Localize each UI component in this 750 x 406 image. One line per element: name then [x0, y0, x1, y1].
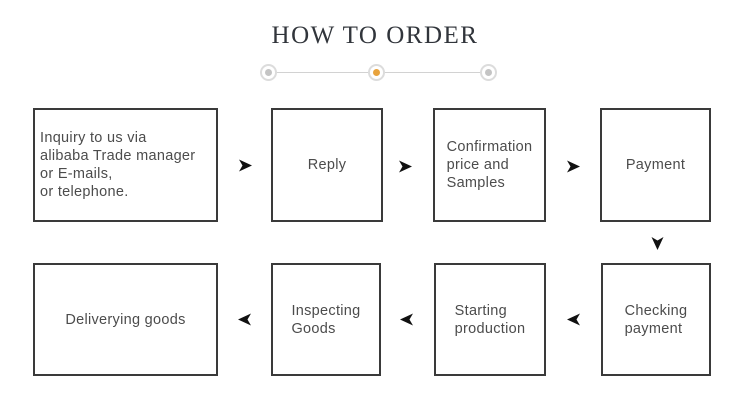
arrow-down-icon [651, 236, 664, 251]
flow-step-inspecting-goods: Inspecting Goods [271, 263, 381, 376]
flow-step-reply: Reply [271, 108, 383, 222]
flow-step-label: Inspecting Goods [291, 302, 361, 337]
flow-step-label: Checking payment [624, 302, 688, 337]
arrow-right-icon [238, 159, 253, 172]
stepper-dot-core [485, 69, 492, 76]
flow-step-delivering-goods: Deliverying goods [33, 263, 218, 376]
stepper-dot-core [373, 69, 380, 76]
arrow-right-icon [566, 160, 581, 173]
flow-step-payment: Payment [600, 108, 711, 222]
arrow-left-icon [566, 313, 581, 326]
flow-step-label: Confirmation price and Samples [446, 139, 533, 191]
flow-step-label: Deliverying goods [65, 311, 186, 328]
stepper-dot-icon [368, 64, 385, 81]
flow-step-label: Inquiry to us via alibaba Trade manager … [40, 130, 196, 200]
stepper-dot-icon [260, 64, 277, 81]
flow-step-confirmation: Confirmation price and Samples [433, 108, 546, 222]
arrow-left-icon [237, 313, 252, 326]
page-title: HOW TO ORDER [271, 22, 479, 49]
flow-step-label: Starting production [454, 302, 526, 337]
arrow-left-icon [399, 313, 414, 326]
stepper-dot-core [265, 69, 272, 76]
arrow-right-icon [398, 160, 413, 173]
stepper-dot-icon [480, 64, 497, 81]
flow-step-label: Payment [625, 157, 686, 173]
flow-step-label: Reply [307, 157, 347, 173]
flow-step-starting-production: Starting production [434, 263, 546, 376]
flow-step-checking-payment: Checking payment [601, 263, 711, 376]
flow-step-inquiry: Inquiry to us via alibaba Trade manager … [33, 108, 218, 222]
